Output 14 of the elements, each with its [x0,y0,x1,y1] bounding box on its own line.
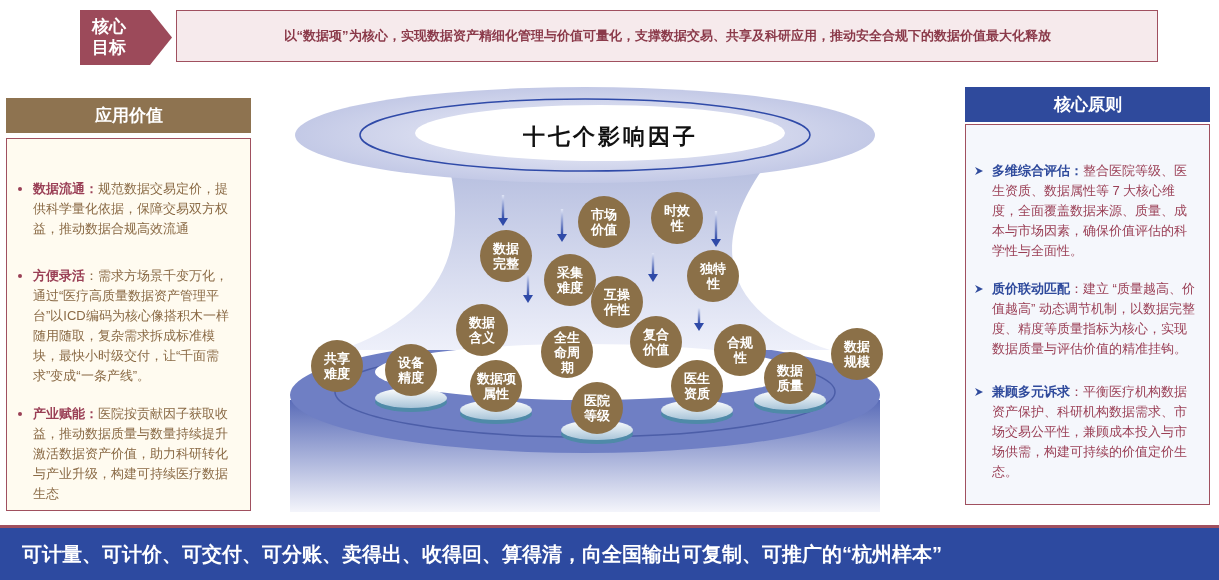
bullet-paragraph: 方便录活：需求方场景千变万化，通过“医疗高质量数据资产管理平台”以ICD编码为核心像搭积木一样随用随取，复杂需求拆成标准模块，最快小时级交付，让“千面需求”变成“一条产线”。 [33,267,230,385]
heading-tag: 核心目标 [80,10,172,65]
goal-box: 以“数据项”为核心，实现数据资产精细化管理与价值可量化，支撑数据交易、共享及科研应用，推动安全合规下的数据价值最大化释放 [176,10,1158,62]
text-panel [965,124,1210,505]
panel-header: 核心原则 [965,87,1210,122]
bullet-paragraph: 兼顾多元诉求：平衡医疗机构数据资产保护、科研机构数据需求、市场交易公平性，兼顾成本投入与市场供需，构建可持续的价值定价生态。 [992,383,1188,481]
bottom-banner: 可计量、可计价、可交付、可分账、卖得出、收得回、算得清，向全国输出可复制、可推广的“杭州样本” [0,525,1219,580]
factor-circle: 数据规模 [831,328,883,380]
bullet-paragraph: 多维综合评估：整合医院等级、医生资质、数据属性等 7 大核心维度，全面覆盖数据来源、质量、成本与市场因素，确保价值评估的科学性与全面性。 [992,162,1188,260]
panel-header: 应用价值 [6,98,251,133]
bullet-paragraph: 产业赋能：医院按贡献因子获取收益，推动数据质量与数量持续提升激活数据资产价值，助力科研转化与产业升级，构建可持续医疗数据生态 [33,405,229,503]
bullet-paragraph: 数据流通：规范数据交易定价，提供科学量化依据，保障交易双方权益，推动数据合规高效流通 [33,180,229,238]
text-panel [6,138,251,511]
bullet-paragraph: 质价联动匹配：建立 “质量越高、价值越高” 动态调节机制，以数据完整度、精度等质量指标为核心，实现数据质量与评估价值的精准挂钩。 [992,280,1196,358]
